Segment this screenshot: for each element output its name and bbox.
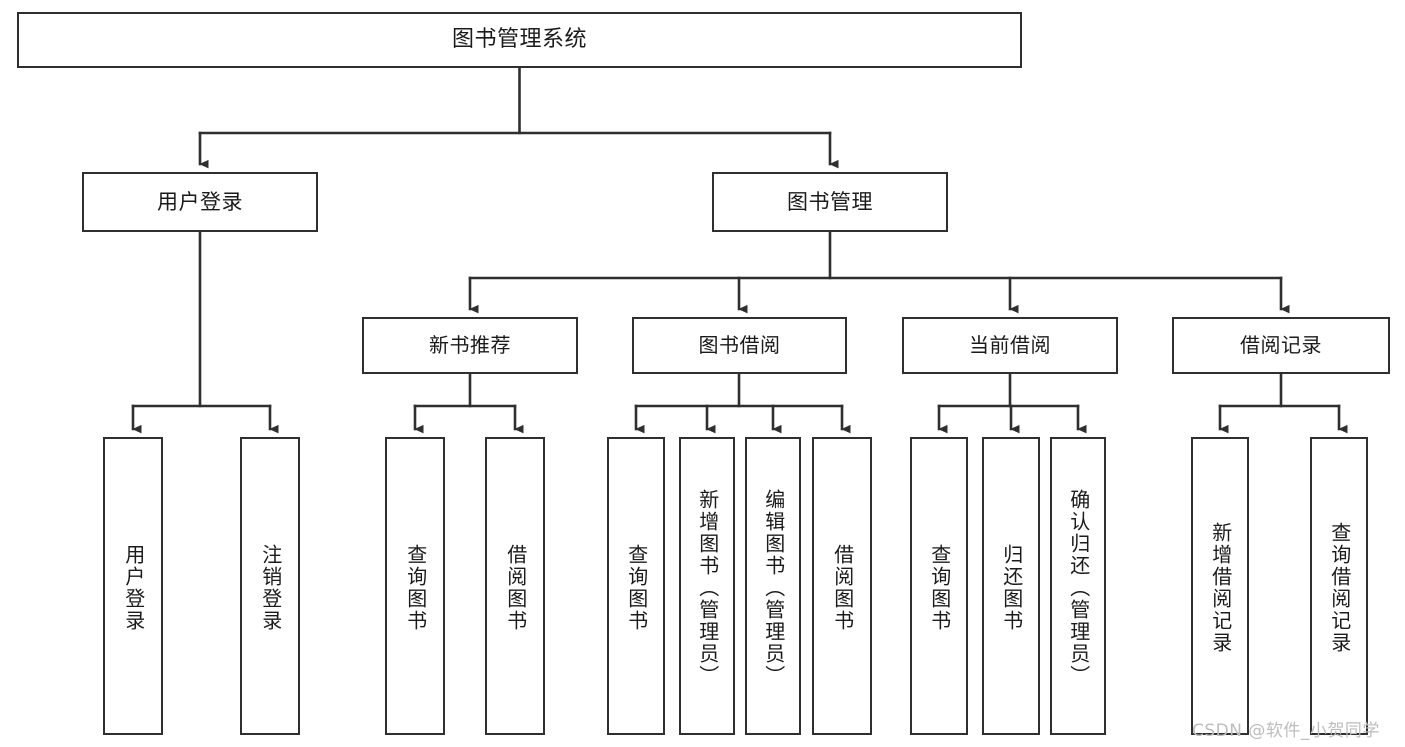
node-new-book-rec[interactable]: 新书推荐 [362, 317, 578, 374]
leaf-query-book-cb[interactable]: 查询图书 [910, 437, 968, 735]
node-current-borrow[interactable]: 当前借阅 [902, 317, 1118, 374]
leaf-confirm-return[interactable]: 确认归还（管理员） [1050, 437, 1106, 735]
node-user-login[interactable]: 用户登录 [82, 172, 318, 232]
leaf-query-book-br-label: 查询图书 [624, 544, 649, 632]
node-book-manage-label: 图书管理 [787, 189, 873, 214]
leaf-logout-label: 注销登录 [258, 544, 283, 632]
leaf-borrow-book-rec-label: 借阅图书 [503, 544, 528, 632]
leaf-borrow-book-rec[interactable]: 借阅图书 [485, 437, 545, 735]
leaf-confirm-return-label: 确认归还（管理员） [1066, 489, 1091, 687]
node-user-login-label: 用户登录 [157, 189, 243, 214]
leaf-borrow-book-br-label: 借阅图书 [830, 544, 855, 632]
leaf-query-record[interactable]: 查询借阅记录 [1310, 437, 1368, 735]
connector-root-to-level1 [198, 66, 839, 169]
leaf-edit-book-label: 编辑图书（管理员） [761, 489, 786, 687]
leaf-query-book-rec[interactable]: 查询图书 [385, 437, 445, 735]
node-borrow-record-label: 借阅记录 [1240, 333, 1322, 357]
leaf-add-record-label: 新增借阅记录 [1208, 522, 1233, 654]
leaf-query-record-label: 查询借阅记录 [1327, 522, 1352, 654]
leaf-add-book-label: 新增图书（管理员） [695, 489, 720, 687]
connector-newbook-to-leaves [413, 372, 524, 434]
node-book-manage[interactable]: 图书管理 [712, 172, 948, 232]
node-new-book-rec-label: 新书推荐 [429, 333, 511, 357]
connector-userlogin-to-leaves [131, 230, 279, 434]
node-root[interactable]: 图书管理系统 [17, 12, 1022, 68]
node-root-label: 图书管理系统 [451, 27, 587, 53]
leaf-edit-book[interactable]: 编辑图书（管理员） [745, 437, 801, 735]
leaf-query-book-cb-label: 查询图书 [927, 544, 952, 632]
node-borrow-record[interactable]: 借阅记录 [1172, 317, 1390, 374]
leaf-return-book-label: 归还图书 [999, 544, 1024, 632]
leaf-add-record[interactable]: 新增借阅记录 [1191, 437, 1249, 735]
connector-bookmanage-to-level2 [468, 230, 1290, 314]
leaf-query-book-br[interactable]: 查询图书 [607, 437, 665, 735]
leaf-borrow-book-br[interactable]: 借阅图书 [812, 437, 872, 735]
node-current-borrow-label: 当前借阅 [969, 333, 1051, 357]
leaf-user-login-label: 用户登录 [121, 544, 146, 632]
connector-borrowrecord-to-leaves [1218, 372, 1348, 434]
leaf-return-book[interactable]: 归还图书 [982, 437, 1040, 735]
connector-currentborrow-to-leaves [937, 372, 1087, 434]
leaf-add-book[interactable]: 新增图书（管理员） [679, 437, 735, 735]
connector-bookborrow-to-leaves [634, 372, 851, 434]
leaf-user-login[interactable]: 用户登录 [103, 437, 163, 735]
node-book-borrow[interactable]: 图书借阅 [632, 317, 847, 374]
leaf-query-book-rec-label: 查询图书 [403, 544, 428, 632]
leaf-logout[interactable]: 注销登录 [240, 437, 300, 735]
node-book-borrow-label: 图书借阅 [698, 333, 781, 357]
